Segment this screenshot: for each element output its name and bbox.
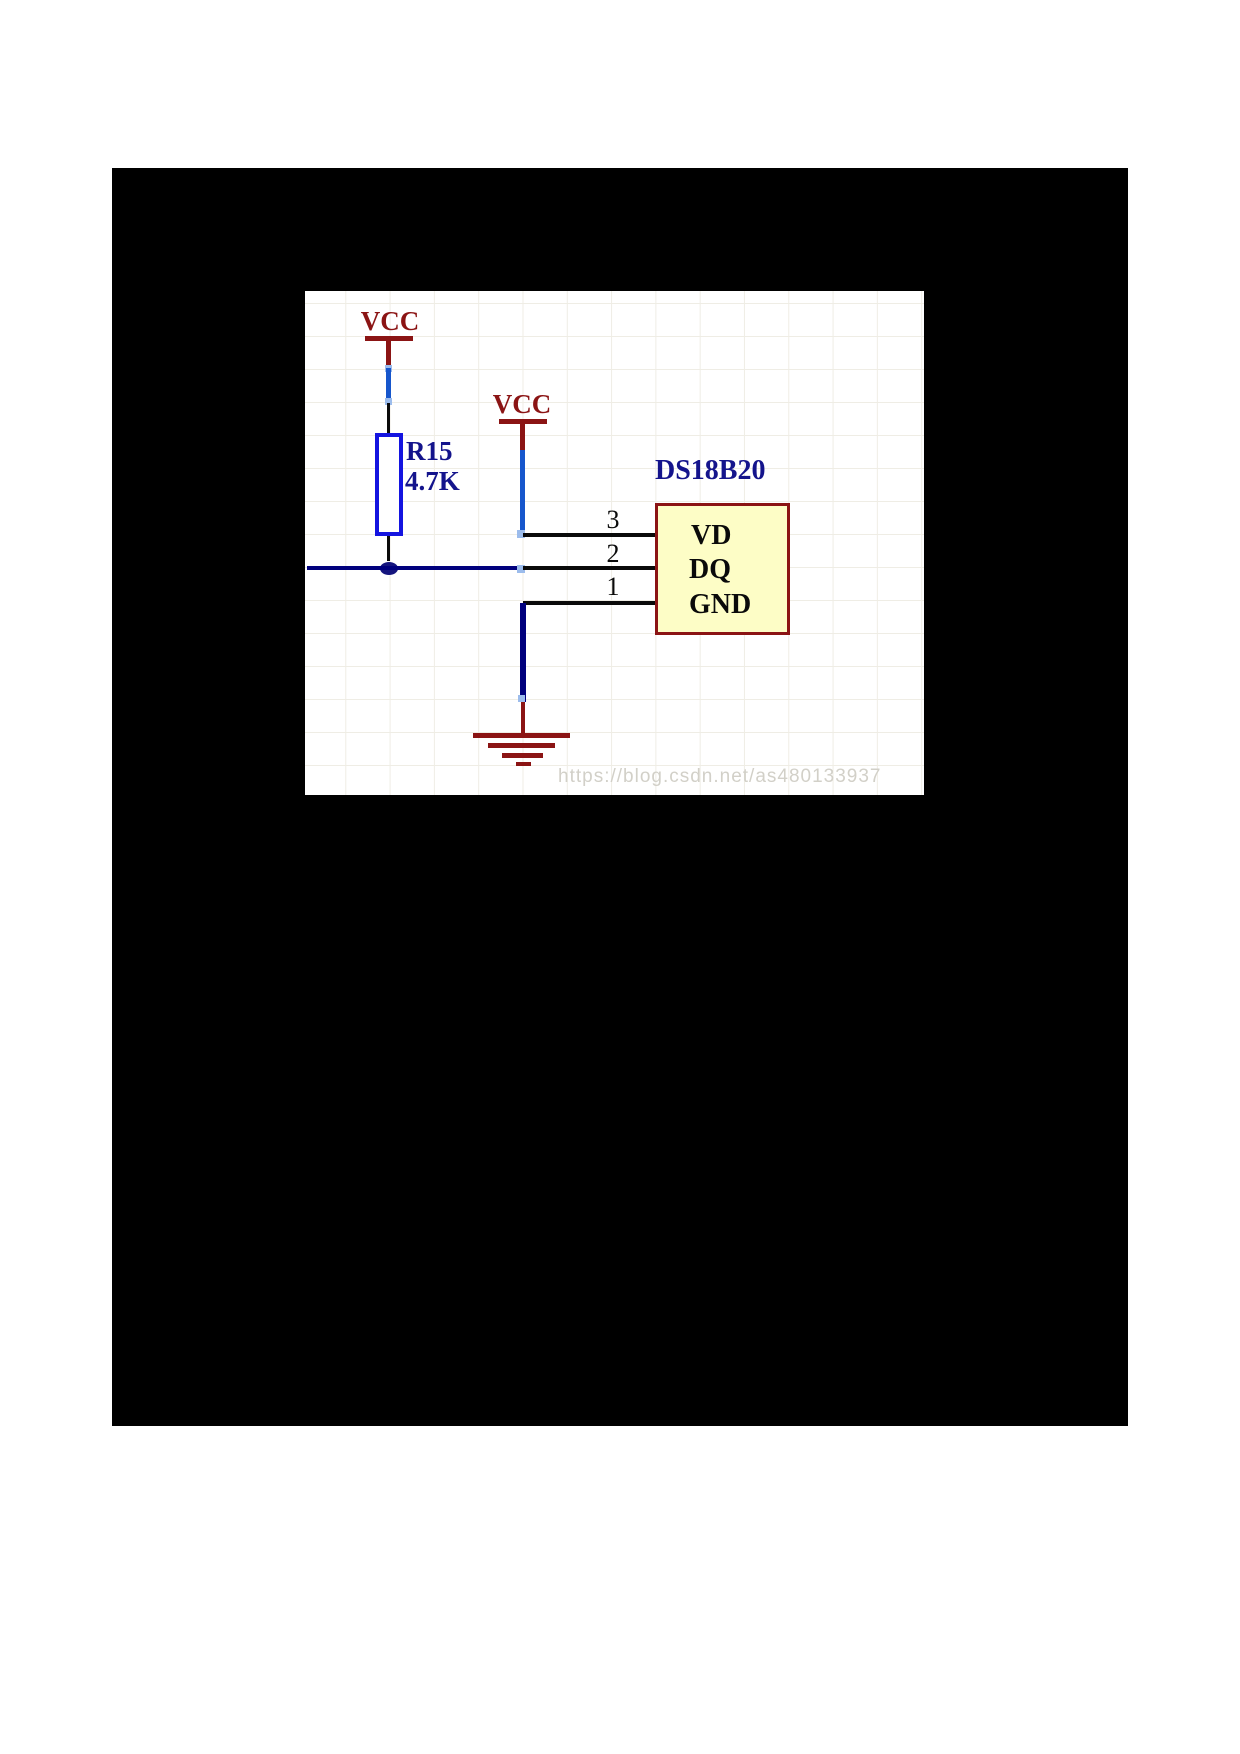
vcc-power-bar-icon (365, 336, 413, 341)
wire-endpoint-marker (385, 398, 392, 405)
pin1-wire (523, 601, 655, 605)
circuit-schematic-panel: VCC R15 4.7K VCC 3 2 1 (305, 291, 924, 795)
ic-pin-label-dq: DQ (689, 554, 731, 585)
vcc-power-label-2: VCC (492, 389, 552, 419)
vcc-power-bar-icon (499, 419, 547, 424)
resistor-designator: R15 (406, 436, 453, 466)
vcc2-stem-blue-wire (520, 450, 525, 535)
wire-endpoint-marker (517, 565, 525, 573)
ic-pin-label-gnd: GND (689, 589, 752, 620)
vcc1-stem-blue-wire (386, 368, 391, 403)
ic-body-box: VD DQ GND (655, 503, 790, 635)
ground-symbol-bar1-icon (473, 733, 570, 738)
wire-endpoint-marker (518, 695, 525, 702)
gnd-vertical-wire (520, 603, 526, 702)
ic-name-label: DS18B20 (655, 455, 766, 486)
pin3-number: 3 (606, 505, 620, 534)
resistor-body (375, 433, 403, 536)
ic-pin-label-vd: VD (691, 520, 732, 551)
pin2-wire (523, 566, 655, 570)
wire-endpoint-marker (517, 530, 525, 538)
vcc-power-label-1: VCC (360, 306, 420, 336)
ground-symbol-bar2-icon (488, 743, 555, 748)
pin2-number: 2 (606, 539, 620, 568)
black-background-canvas: VCC R15 4.7K VCC 3 2 1 (112, 168, 1128, 1426)
resistor-bottom-wire (387, 536, 390, 561)
gnd-stem-red-wire (521, 702, 525, 733)
pin1-number: 1 (606, 572, 620, 601)
vcc1-stem-red-wire (386, 341, 391, 368)
ground-symbol-bar3-icon (502, 753, 543, 758)
watermark-text: https://blog.csdn.net/as480133937 (558, 766, 882, 787)
pin3-wire (523, 533, 655, 537)
ground-symbol-bar4-icon (516, 762, 531, 766)
resistor-top-wire (387, 403, 390, 434)
resistor-value: 4.7K (405, 466, 460, 496)
vcc2-stem-red-wire (520, 424, 525, 450)
dq-net-wire (307, 566, 523, 570)
